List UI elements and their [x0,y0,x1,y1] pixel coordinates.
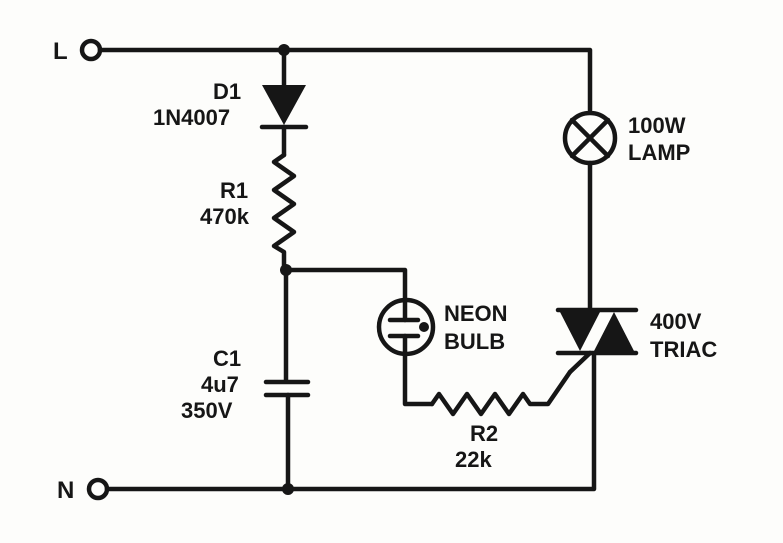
terminal-n-circle [86,477,110,501]
r1-ref-label: R1 [220,178,248,203]
diode-triangle-icon [262,85,306,125]
terminal-l: L [53,38,103,65]
resistor-r2: R2 22k [429,369,573,472]
r2-zigzag-icon [429,369,573,417]
capacitor-c1: C1 4u7 350V [181,267,311,492]
neon-gas-dot-icon [419,322,429,332]
diode-d1: D1 1N4007 [153,47,309,158]
triac-triangle-up-icon [594,312,634,351]
triac-triangle-down-icon [560,312,600,351]
d1-ref-label: D1 [213,79,241,104]
d1-value-label: 1N4007 [153,105,230,130]
triac-label-line2: TRIAC [650,337,717,362]
c1-value-label: 4u7 [201,372,239,397]
line-rail-wire [97,47,593,113]
resistor-r1: R1 470k [200,152,297,273]
terminal-l-circle [79,38,103,62]
lamp: 100W LAMP [562,110,690,313]
neon-feed-wire [283,267,408,303]
lamp-cross-icon-b [569,117,611,159]
lamp-label-line2: LAMP [628,140,690,165]
triac: 400V TRIAC [555,307,717,375]
neon-label-line1: NEON [444,301,508,326]
neutral-rail-wire [104,352,597,492]
terminal-n-label: N [57,477,74,504]
c1-voltage-label: 350V [181,398,233,423]
lamp-label-line1: 100W [628,113,686,138]
r2-value-label: 22k [455,447,492,472]
r1-zigzag-icon [271,152,297,273]
triac-label-line1: 400V [650,309,702,334]
neon-label-line2: BULB [444,329,505,354]
terminal-n: N [57,477,110,504]
neon-bulb: NEON BULB [376,297,508,407]
c1-ref-label: C1 [213,346,241,371]
r2-ref-label: R2 [470,421,498,446]
terminal-l-label: L [53,38,68,65]
neon-electrode-bottom-lead [402,333,435,407]
r1-value-label: 470k [200,204,250,229]
triac-gate-icon [567,350,593,375]
